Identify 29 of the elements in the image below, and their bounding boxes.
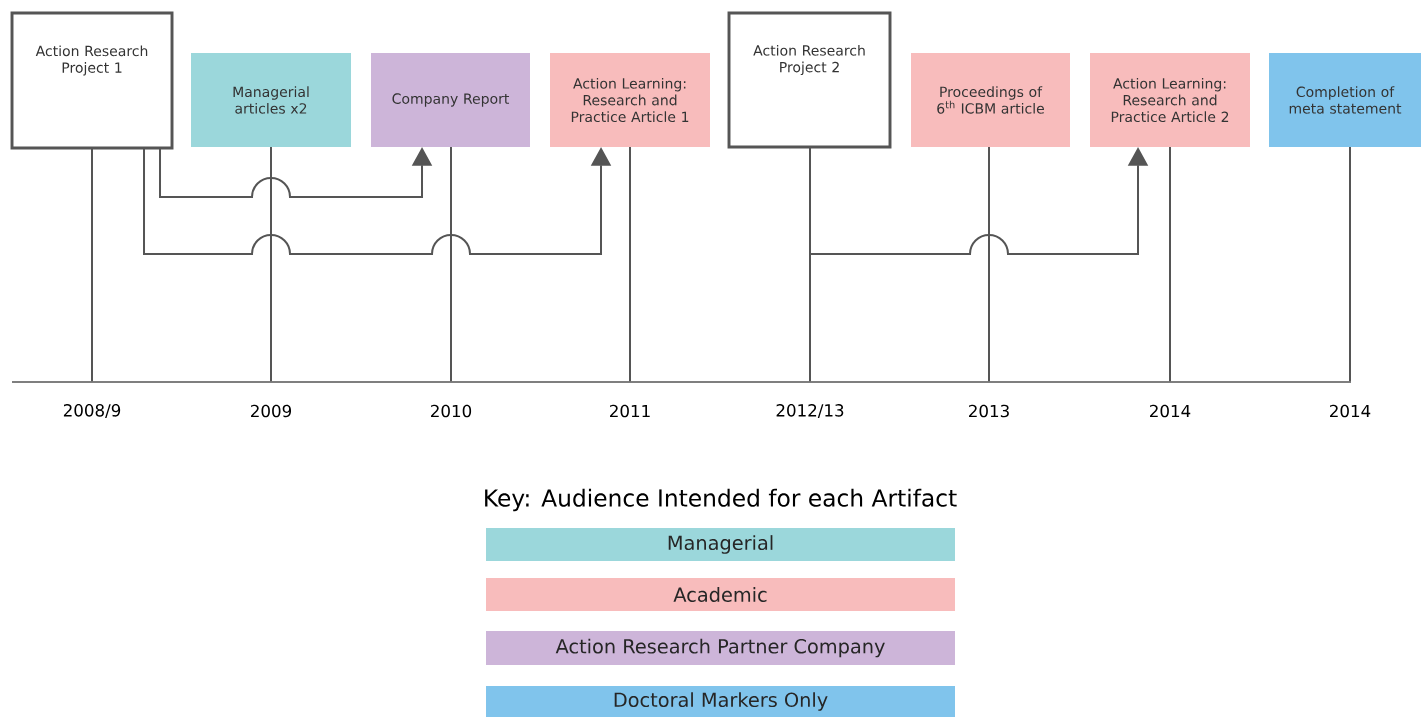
stem-line <box>1349 146 1351 383</box>
artifact-box: Action Learning: Research and Practice Article 1 <box>550 53 710 147</box>
stem-line <box>270 146 272 383</box>
legend-bar: Academic <box>486 578 955 611</box>
legend-bar: Managerial <box>486 528 955 561</box>
year-label: 2014 <box>1150 404 1191 418</box>
project-box: Action Research Project 1 <box>10 11 174 150</box>
artifact-box: Action Learning: Research and Practice Article 2 <box>1090 53 1250 147</box>
project-box: Action Research Project 2 <box>727 11 892 149</box>
year-label: 2009 <box>251 404 292 418</box>
stem-line <box>988 146 990 383</box>
stem-line <box>91 147 93 383</box>
key-heading: Key: Audience Intended for each Artifact <box>485 488 957 512</box>
stem-line <box>1169 146 1171 383</box>
year-label: 2012/13 <box>776 404 844 418</box>
artifact-box: Managerial articles x2 <box>191 53 351 147</box>
stem-line <box>450 146 452 383</box>
artifact-box: Completion of meta statement <box>1269 53 1421 147</box>
artifact-box: Proceedings of 6$^{th}$ ICBM article <box>911 53 1070 147</box>
stem-line <box>629 146 631 383</box>
artifact-box: Company Report <box>371 53 530 147</box>
timeline-axis <box>12 381 1351 383</box>
year-label: 2014 <box>1330 404 1371 418</box>
year-label: 2013 <box>969 404 1009 418</box>
legend-bar: Doctoral Markers Only <box>486 686 955 717</box>
year-label: 2008/9 <box>63 404 121 418</box>
legend-bar: Action Research Partner Company <box>486 631 955 665</box>
year-label: 2010 <box>431 404 472 418</box>
year-label: 2011 <box>610 404 650 418</box>
